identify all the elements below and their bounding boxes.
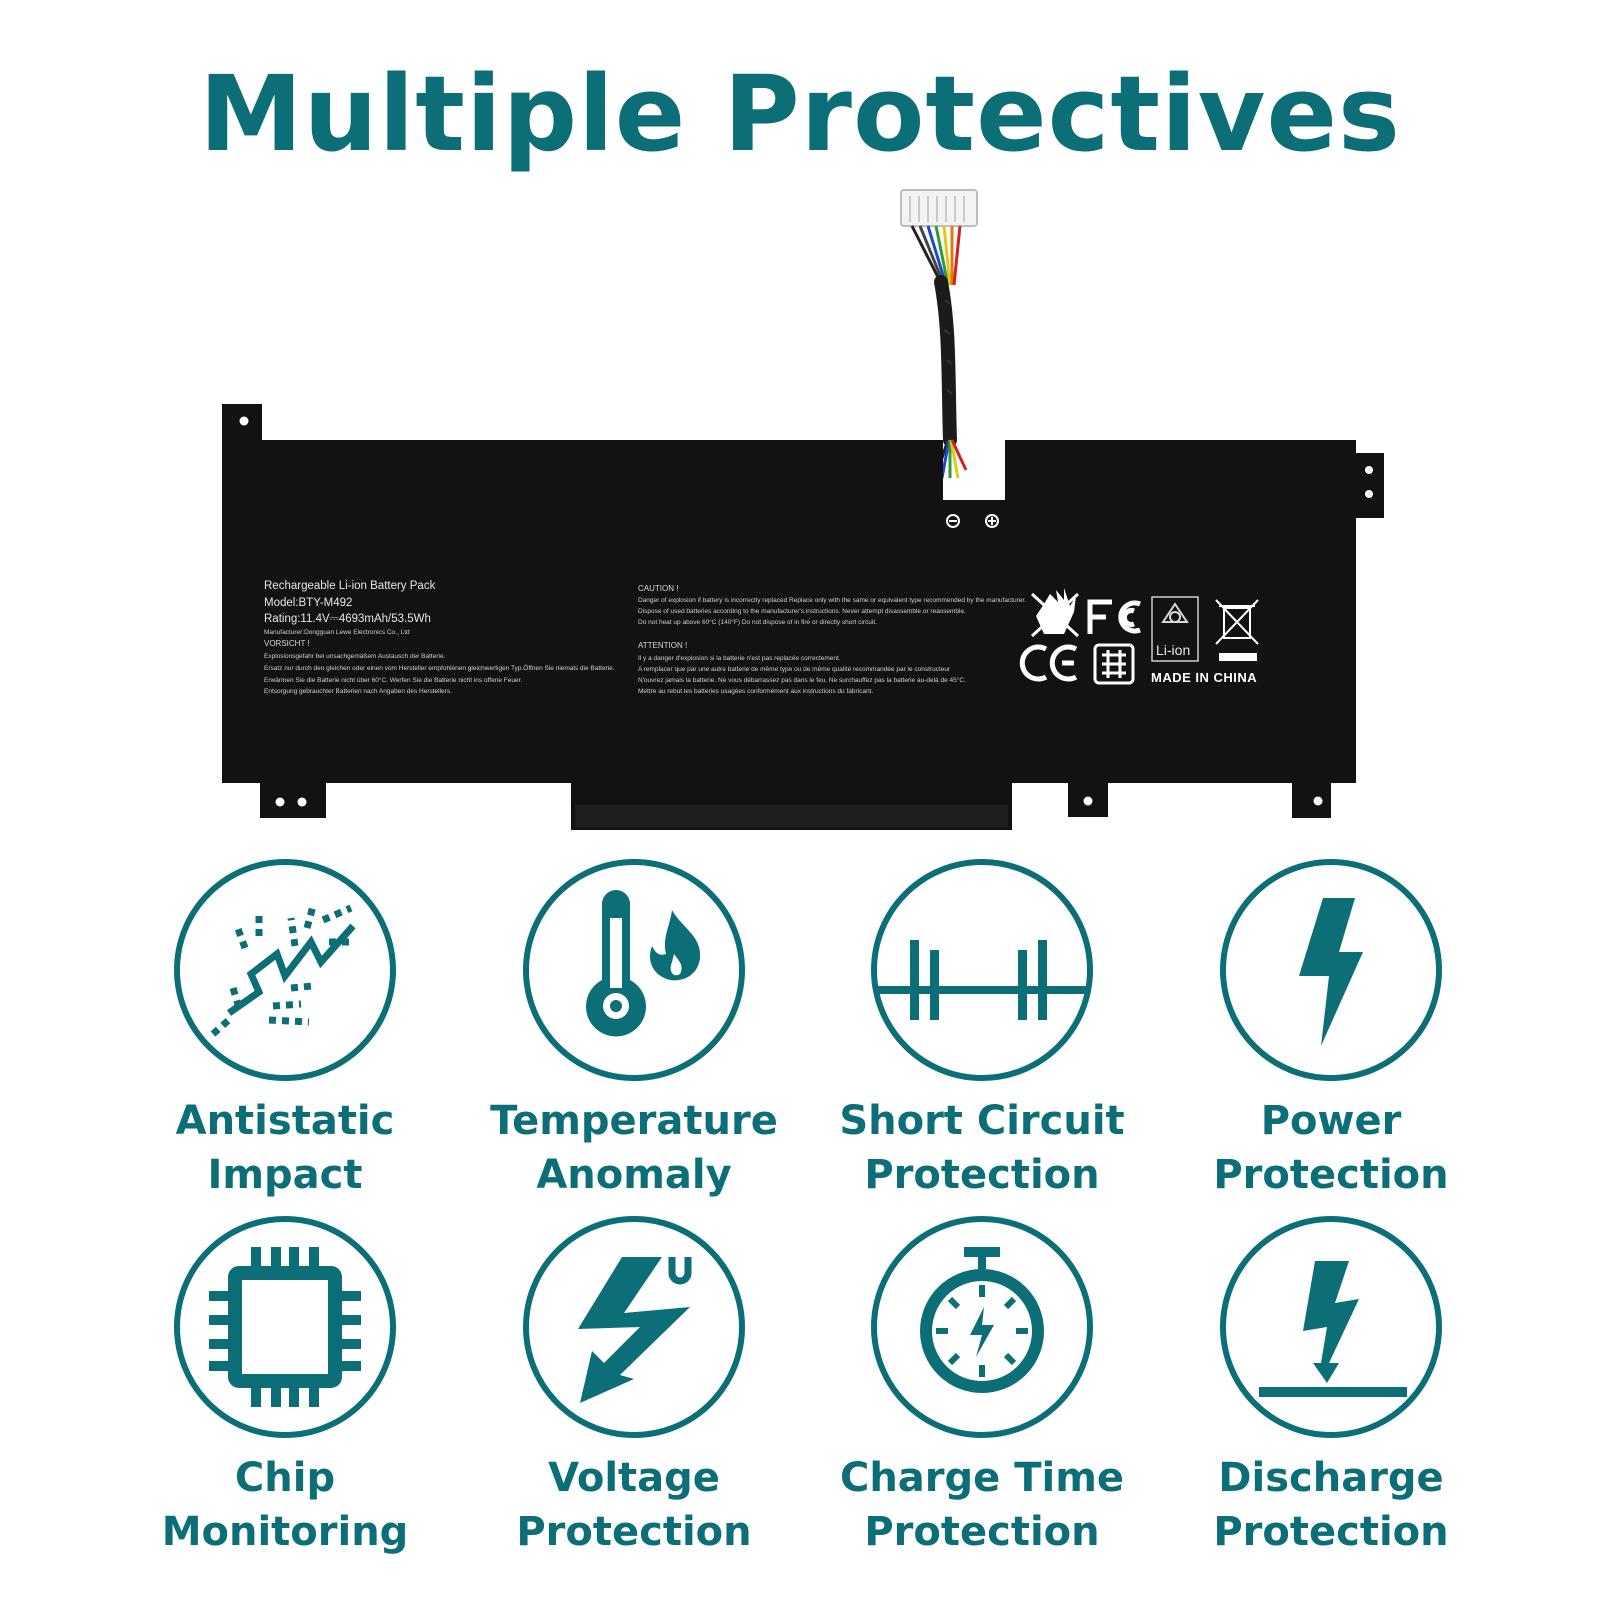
- feature-label-line1: Voltage: [548, 1455, 720, 1501]
- feature-label-line2: Protection: [1213, 1152, 1449, 1198]
- discharge-bolt-icon: [1220, 1216, 1442, 1438]
- battery-body: [222, 404, 1384, 830]
- feature-label-line1: Antistatic: [175, 1098, 395, 1144]
- caution-line: Danger of explosion if battery is incorr…: [638, 597, 1027, 604]
- chip-icon: [174, 1216, 396, 1438]
- cert-fire-icon: [1030, 588, 1080, 638]
- feature-label-line1: Short Circuit: [839, 1098, 1125, 1144]
- battery-connector: [900, 189, 978, 479]
- li-ion-label: Li-ion: [1156, 642, 1191, 658]
- feature-label-line1: Charge Time: [839, 1455, 1125, 1501]
- feature-label-line1: Discharge: [1218, 1455, 1444, 1501]
- feature-label-line2: Protection: [864, 1152, 1100, 1198]
- cert-ce-icon: [1019, 644, 1078, 682]
- feature-antistatic-impact: Antistatic Impact: [135, 858, 435, 1202]
- vorsicht-line: Entsorgung gebrauchter Batterien nach An…: [264, 688, 452, 695]
- battery-pack-illustration: [222, 189, 1384, 830]
- feature-label-line2: Protection: [864, 1509, 1100, 1555]
- feature-charge-time-protection: Charge Time Protection: [832, 1215, 1132, 1559]
- cert-recycle-liion-icon: [1151, 596, 1199, 662]
- feature-temperature-anomaly: Temperature Anomaly: [484, 858, 784, 1202]
- battery-manufacturer: Manufacturer:Dongguan Lewe Electronics C…: [264, 629, 410, 636]
- feature-label-line1: Temperature: [490, 1098, 778, 1144]
- attention-heading: ATTENTION !: [638, 641, 688, 650]
- feature-label-line2: Anomaly: [536, 1152, 732, 1198]
- antistatic-icon: [174, 859, 396, 1081]
- vorsicht-line: Erwärmen Sie die Batterie nicht über 60°…: [264, 677, 523, 684]
- feature-short-circuit-protection: Short Circuit Protection: [832, 858, 1132, 1202]
- cert-cqc-icon: [1093, 643, 1135, 685]
- attention-line: A remplacer que par une autre batterie d…: [638, 666, 951, 673]
- feature-voltage-protection: Voltage Protection: [484, 1215, 784, 1559]
- page-title: Multiple Protectives: [199, 53, 1401, 175]
- thermometer-flame-icon: [523, 859, 745, 1081]
- feature-label-line1: Chip: [234, 1455, 336, 1501]
- caution-line: Dispose of used batteries according to t…: [638, 608, 966, 615]
- attention-line: N'ouvrez jamais la batterie. Ne vous déb…: [638, 677, 966, 684]
- made-in-china: MADE IN CHINA: [1151, 670, 1258, 685]
- feature-label-line2: Protection: [516, 1509, 752, 1555]
- vorsicht-line: Explosionsgefahr bei unsachgemäßem Austa…: [264, 653, 446, 660]
- lightning-bolt-icon: [1220, 859, 1442, 1081]
- battery-rating: Rating:11.4V⎓4693mAh/53.5Wh: [264, 613, 431, 625]
- feature-power-protection: Power Protection: [1181, 858, 1481, 1202]
- caution-heading: CAUTION !: [638, 584, 679, 593]
- battery-model: Model:BTY-M492: [264, 597, 353, 609]
- feature-discharge-protection: Discharge Protection: [1181, 1215, 1481, 1559]
- voltage-bolt-icon: [523, 1216, 745, 1438]
- battery-product-name: Rechargeable Li-ion Battery Pack: [264, 580, 436, 592]
- feature-label-line2: Impact: [207, 1152, 363, 1198]
- attention-line: Mettre au rebut les batteries usagées co…: [638, 688, 874, 695]
- feature-label-line2: Protection: [1213, 1509, 1449, 1555]
- feature-label-line2: Monitoring: [161, 1509, 409, 1555]
- battery-pack-image: Rechargeable Li-ion Battery Pack Model:B…: [222, 189, 1384, 830]
- stopwatch-bolt-icon: [871, 1216, 1093, 1438]
- feature-label-line1: Power: [1260, 1098, 1402, 1144]
- short-circuit-icon: [871, 859, 1093, 1081]
- cert-weee-bin-icon: [1215, 599, 1259, 661]
- feature-chip-monitoring: Chip Monitoring: [135, 1215, 435, 1559]
- cert-fc-icon: [1087, 599, 1141, 634]
- attention-line: Il y a danger d'explosion si la batterie…: [638, 655, 841, 662]
- caution-line: Do not heat up above 60°C (140°F) Do not…: [638, 619, 877, 626]
- vorsicht-heading: VORSICHT !: [264, 639, 310, 648]
- vorsicht-line: Ersatz nur durch den gleichen oder einen…: [264, 665, 615, 672]
